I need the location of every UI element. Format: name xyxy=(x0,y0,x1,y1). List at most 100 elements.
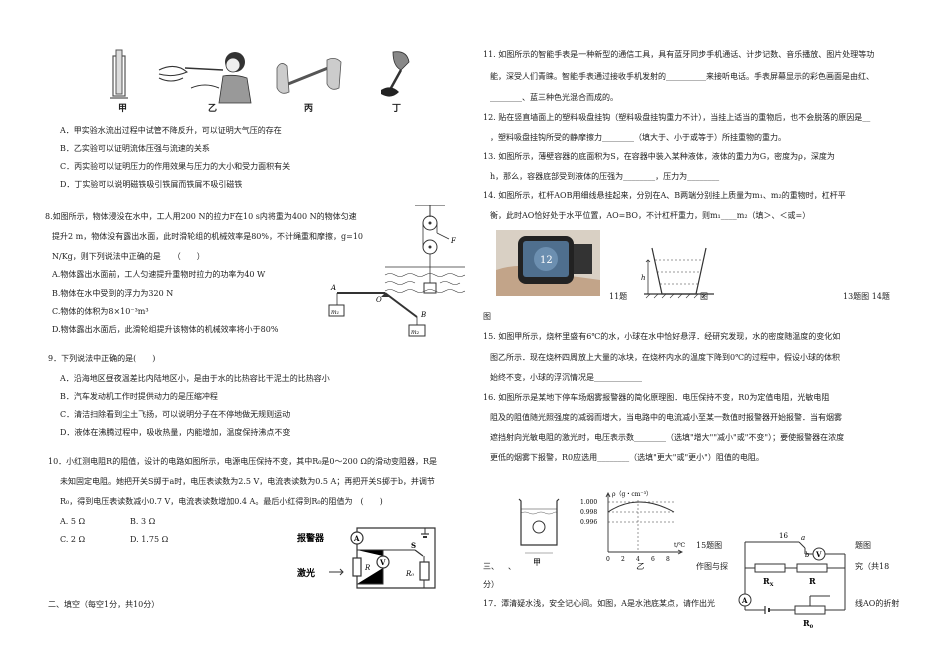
q8-option-b: B.物体在水中受到的浮力为320 N xyxy=(52,289,174,298)
q8-option-a: A.物体露出水面前，工人匀速提升重物时拉力的功率为40 W xyxy=(52,270,266,279)
q12-line-1: 12. 贴在竖直墙面上的塑料吸盘挂钩（塑料吸盘挂钩重力不计），当挂上适当的重物后… xyxy=(483,113,871,122)
container-figure: h xyxy=(641,247,714,299)
section-3-prefix: 三、 xyxy=(483,562,499,571)
q16-line-2: 阻及的阻值随光照强度的减弱而增大，当电路中的电流减小至某一数值时报警器开始报警．… xyxy=(490,413,842,422)
section-3-title: 作图与探 xyxy=(696,562,728,571)
y-tick-1000: 1.000 xyxy=(580,499,597,506)
q11-line-2: 能，深受人们青睐。智能手表通过接收手机发射的__________来接听电话。手表… xyxy=(490,72,874,81)
q17-line: 17．潭清疑水浅，安全记心间。如图，A是水池底某点，请作出光 xyxy=(483,599,715,608)
x-tick-2: 2 xyxy=(621,556,625,563)
figure-13-14-caption: 13题图 14题 xyxy=(843,292,890,301)
figure-11-caption: 11题 xyxy=(609,292,628,301)
x-tick-6: 6 xyxy=(651,556,655,563)
q17-line-tail: 线AO的折射 xyxy=(855,599,900,608)
q9-title: 9．下列说法中正确的是( ) xyxy=(48,354,156,363)
section-3-points-close: 分） xyxy=(483,580,499,589)
resistor-r-label: R xyxy=(809,576,816,586)
q14-line-2: 衡，此时AO恰好处于水平位置，AO=BO，不计杠杆重力，则m₁____m₂（填＞… xyxy=(490,211,811,220)
q7-option-d: D．丁实验可以说明磁铁吸引铁屑而铁屑不吸引磁铁 xyxy=(60,180,243,189)
q15-line-2: 图乙所示．现在烧杯四周放上大量的冰块，在烧杯内水的温度下降到0℃的过程中，假设小… xyxy=(490,353,841,362)
figure-bing xyxy=(276,58,342,94)
watch-time: 12 xyxy=(540,255,553,266)
force-label-f: F xyxy=(450,237,457,245)
beaker-label: 甲 xyxy=(533,558,541,567)
mass-label-m2: m₂ xyxy=(411,329,420,336)
resistor-r-label: R xyxy=(364,564,371,572)
q8-option-d: D.物体露出水面后，此滑轮组提升该物体的机械效率将小于80% xyxy=(52,325,279,334)
ammeter-a-label: A xyxy=(741,596,748,605)
q9-option-a: A．沿海地区昼夜温差比内陆地区小，是由于水的比热容比干泥土的比热容小 xyxy=(60,374,330,383)
beaker-figure: 甲 xyxy=(518,498,560,567)
q8-line-3: N/Kg，则下列说法中正确的是 （ ） xyxy=(52,252,205,261)
density-curve xyxy=(607,501,675,513)
q16-line-1: 16. 如图所示是某地下停车场烟雾报警器的简化原理图．电压保持不变，R0为定值电… xyxy=(483,393,830,402)
voltmeter-v-label: V xyxy=(815,550,822,559)
smart-watch-image: 12 xyxy=(496,230,600,296)
voltmeter-label: V xyxy=(379,558,386,567)
switch-b-label: b xyxy=(805,551,810,559)
y-tick-0998: 0.998 xyxy=(580,509,597,516)
q10-option-a: A. 5 Ω xyxy=(60,517,86,526)
figure-label-jia: 甲 xyxy=(118,104,128,114)
figure-mid-caption: 图 xyxy=(700,292,708,301)
q9-option-c: C．清洁扫除看到尘土飞扬，可以说明分子在不停地做无规则运动 xyxy=(60,410,291,419)
q12-line-2: ，塑料吸盘挂钩所受的静摩擦力________（填大于、小于或等于）所挂重物的重力… xyxy=(490,133,786,142)
section-3-separator: 、 xyxy=(508,562,516,571)
mass-label-m1: m₁ xyxy=(331,309,339,316)
q7-option-b: B．乙实验可以证明流体压强与流速的关系 xyxy=(60,144,210,153)
chart-label: 乙 xyxy=(636,562,644,570)
q8-option-c: C.物体的体积为8×10⁻³m³ xyxy=(52,307,149,316)
figure-label-bing: 丙 xyxy=(304,104,314,114)
q8-line-1: 8.如图所示，物体浸没在水中，工人用200 N的拉力F在10 s内将重为400 … xyxy=(45,212,357,221)
q10-option-d: D. 1.75 Ω xyxy=(130,535,169,544)
ammeter-label: A xyxy=(353,534,360,543)
x-tick-0: 0 xyxy=(606,556,610,563)
figure-label-ding: 丁 xyxy=(392,104,402,114)
q9-option-b: B．汽车发动机工作时提供动力的是压缩冲程 xyxy=(60,392,218,401)
lever-label-a: A xyxy=(330,284,336,292)
x-axis-unit: t/℃ xyxy=(674,542,685,549)
q13-line-1: 13. 如图所示，薄壁容器的底面积为S，在容器中装入某种液体，液体的重力为G，密… xyxy=(483,152,835,161)
alarm-label: 报警器 xyxy=(297,532,325,544)
x-tick-4: 4 xyxy=(636,556,640,563)
x-tick-8: 8 xyxy=(666,556,670,563)
q7-option-c: C．丙实验可以证明压力的作用效果与压力的大小和受力面积有关 xyxy=(60,162,291,171)
figure-image-caption: 图 xyxy=(483,312,491,321)
experiment-figures xyxy=(110,49,410,104)
resistor-rx-label: RX xyxy=(763,576,774,588)
circuit-top-label: 16 xyxy=(779,532,788,540)
q16-line-4: 更低的烟雾下报警，R0应选用________（选填"更大"或"更小"）阻值的电阻… xyxy=(490,453,764,462)
smoke-alarm-circuit: 16 a b V RX R A R0 xyxy=(738,532,846,628)
q16-line-3: 遮挡射向光敏电阻的激光时，电压表示数________（选填"增大""减小"或"不… xyxy=(490,433,845,442)
q15-line-1: 15. 如图甲所示，烧杯里盛有6℃的水，小球在水中恰好悬浮．经研究发现，水的密度… xyxy=(483,332,841,341)
figure-label-yi: 乙 xyxy=(208,104,218,114)
lever-label-o: O xyxy=(376,296,382,304)
q8-line-2: 提升2 m，物体没有露出水面，此时滑轮组的机械效率是80%，不计绳重和摩擦，g=… xyxy=(52,232,364,241)
section-2-heading: 二、填空（每空1分，共10分） xyxy=(48,600,160,609)
q13-line-2: h，那么，容器底部受到液体的压强为________，压力为________ xyxy=(490,172,720,181)
figure-15-caption: 15题图 xyxy=(696,541,723,550)
q11-line-3: ________、蓝三种色光混合而成的。 xyxy=(490,93,618,102)
q10-line-3: R₀，得到电压表读数减小0.7 V，电流表读数增加0.4 A。最后小红得到R₀的… xyxy=(60,497,383,506)
depth-label-h: h xyxy=(641,274,646,282)
q10-line-1: 10．小红测电阻R的阻值，设计的电路如图所示，电源电压保持不变，其中R₀是0～2… xyxy=(48,457,437,466)
alarm-circuit-figure: 报警器 激光 A R V S R₀ xyxy=(297,527,436,589)
q14-line-1: 14. 如图所示，杠杆AOB用细线悬挂起来，分别在A、B两端分别挂上质量为m₁、… xyxy=(483,191,846,200)
switch-label: S xyxy=(411,541,416,550)
figure-yi xyxy=(158,52,252,104)
q10-option-c: C. 2 Ω xyxy=(60,535,86,544)
figure-16-caption: 题图 xyxy=(855,541,871,550)
q9-option-d: D．液体在沸腾过程中，吸收热量，内能增加，温度保持沸点不变 xyxy=(60,428,291,437)
q10-option-b: B. 3 Ω xyxy=(130,517,156,526)
pulley-lever-figure: F A O B m₁ m₂ xyxy=(328,205,465,337)
q11-line-1: 11. 如图所示的智能手表是一种新型的通信工具，具有蓝牙同步手机通话、计步记数、… xyxy=(483,50,875,59)
section-3-points: 究（共18 xyxy=(855,562,890,571)
lever-label-b: B xyxy=(420,311,426,319)
y-tick-0996: 0.996 xyxy=(580,519,597,526)
switch-a-label: a xyxy=(801,534,805,542)
y-axis-label: ρ（g・cm⁻³） xyxy=(612,491,652,498)
q7-option-a: A．甲实验水流出过程中试管不降反升，可以证明大气压的存在 xyxy=(60,126,282,135)
resistor-r0-label: R0 xyxy=(803,618,814,628)
laser-label: 激光 xyxy=(297,567,315,579)
